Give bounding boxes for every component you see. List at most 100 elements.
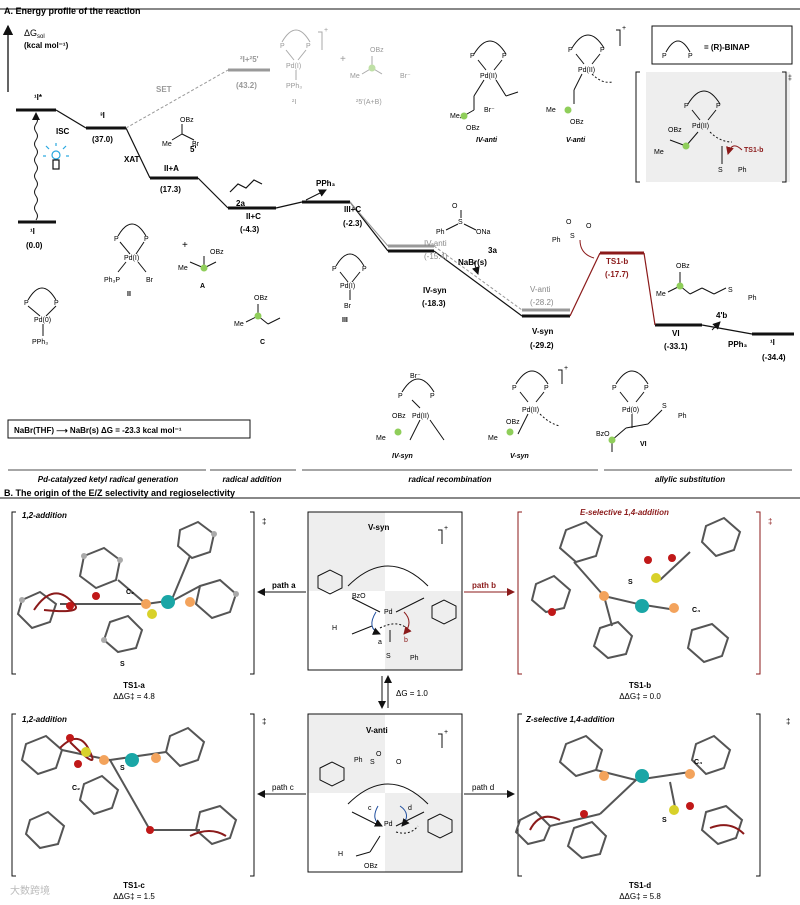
center-bottom-label: V-anti (366, 726, 388, 735)
structure-C (245, 304, 281, 325)
3a-s: S (458, 219, 463, 226)
IVa-pd: Pd(II) (480, 73, 497, 80)
plus-sign: + (182, 240, 188, 251)
ct-plus: + (444, 525, 448, 532)
ts1b-s: S (628, 579, 633, 586)
4b-me: Me (656, 291, 666, 298)
level-label-TS1b: TS1-b (606, 257, 628, 266)
level-label-1I-end: ¹I (770, 338, 775, 347)
structure-5 (171, 124, 195, 141)
II-p1: P (114, 236, 119, 243)
Va-me: Me (546, 107, 556, 114)
ct-a: a (378, 639, 382, 646)
path-a-label: path a (272, 581, 296, 590)
IVs-pd: Pd(II) (412, 413, 429, 420)
structure-label-2I: ²I (292, 99, 296, 106)
level-label-3I: ³I (100, 111, 105, 120)
level-value-1I: (0.0) (26, 241, 43, 250)
ts1a-ddg: ΔΔG‡ = 4.8 (113, 692, 155, 701)
ts1d-c4: C₄ (694, 759, 702, 766)
2I-pph3: PPh₃ (286, 83, 302, 90)
3a-ph: Ph (436, 229, 445, 236)
level-value-VI: (-33.1) (664, 342, 688, 351)
level-value-IV-syn: (-18.3) (422, 299, 446, 308)
level-label-IIC: II+C (246, 212, 261, 221)
structure-label-VI: VI (640, 441, 647, 448)
binap-p2: P (688, 53, 693, 60)
level-value-2I5: (43.2) (236, 81, 257, 90)
level-label-IIIC: III+C (344, 205, 361, 214)
3a-ona: ONa (476, 229, 491, 236)
structure-label-A: A (200, 283, 205, 290)
Vs-p2: P (544, 385, 549, 392)
step-4b: 4'b (716, 311, 727, 320)
cb-obz: OBz (364, 863, 378, 870)
cb-pd: Pd (384, 821, 393, 828)
pph3-release-arrow (305, 189, 327, 201)
Vs-obz: OBz (506, 419, 520, 426)
cb-s: S (370, 759, 375, 766)
ct-s: S (386, 653, 391, 660)
level-label-V-anti: V-anti (530, 285, 551, 294)
level-label-1I: ¹I (30, 227, 35, 236)
level-value-IV-anti: (-15.4) (424, 252, 448, 261)
structure-4b (667, 272, 727, 295)
III-pd: Pd(I) (340, 283, 355, 290)
level-value-IIIC: (-2.3) (343, 219, 362, 228)
C-obz: OBz (254, 295, 268, 302)
4b-ph: Ph (748, 295, 757, 302)
cb-o1: O (376, 751, 382, 758)
2I-pd: Pd(I) (286, 63, 301, 70)
step-pph3: PPh₃ (316, 179, 336, 188)
ts1a-s: S (120, 661, 125, 668)
dagger-c: ‡ (262, 717, 266, 726)
step-pph3-end: PPh₃ (728, 340, 748, 349)
VI-obz: BzO (596, 431, 610, 438)
level-value-V-syn: (-29.2) (530, 341, 554, 350)
IVa-br: Br⁻ (484, 107, 495, 114)
stage-3: radical recombination (408, 475, 491, 484)
ts1b-tag: TS1-b (744, 147, 763, 154)
structure-1I (27, 287, 57, 336)
Va-plus: + (622, 25, 626, 32)
2I-p1: P (280, 43, 285, 50)
so2-s: S (570, 233, 575, 240)
ts1c-ddg: ΔΔG‡ = 1.5 (113, 892, 155, 901)
level-value-3I: (37.0) (92, 135, 113, 144)
nabr-box (7, 419, 251, 439)
stage-4: allylic substitution (655, 475, 725, 484)
structure-V-syn (515, 369, 563, 435)
r5-br: Br⁻ (400, 73, 411, 80)
center-box-top (307, 511, 463, 671)
structure-label-V-syn: V-syn (510, 453, 529, 460)
ts1b-brackets (635, 71, 787, 183)
Vs-center (506, 428, 514, 436)
section-b-title: B. The origin of the E/Z selectivity and… (4, 488, 235, 498)
level-value-IIA: (17.3) (160, 185, 181, 194)
C-me: Me (234, 321, 244, 328)
TS1b-me: Me (654, 149, 664, 156)
section-a-title: A. Energy profile of the reaction (4, 6, 141, 16)
gray-levels (228, 68, 570, 312)
structure-II (117, 223, 147, 273)
ts1d-ddg: ΔΔG‡ = 5.8 (619, 892, 661, 901)
y-axis-label: ΔGsol (24, 28, 45, 40)
cb-plus: + (444, 729, 448, 736)
step-isc: ISC (56, 127, 70, 136)
IVa-me: Me (450, 113, 460, 120)
Vs-pd: Pd(II) (522, 407, 539, 414)
Vs-p1: P (512, 385, 517, 392)
step-5: 5' (190, 145, 196, 154)
molecule-ts1d (514, 734, 745, 860)
path-c-label: path c (272, 783, 294, 792)
ts1d-name: TS1-d (629, 881, 651, 890)
excitation-wave (34, 115, 38, 221)
energy-levels (16, 108, 794, 336)
TS1b-s: S (718, 167, 723, 174)
path-d-label: path d (472, 783, 494, 792)
binap-p1: P (662, 53, 667, 60)
curly-arrow-c (373, 805, 383, 827)
profile-connectors (55, 109, 753, 335)
II-br: Br (146, 277, 154, 284)
